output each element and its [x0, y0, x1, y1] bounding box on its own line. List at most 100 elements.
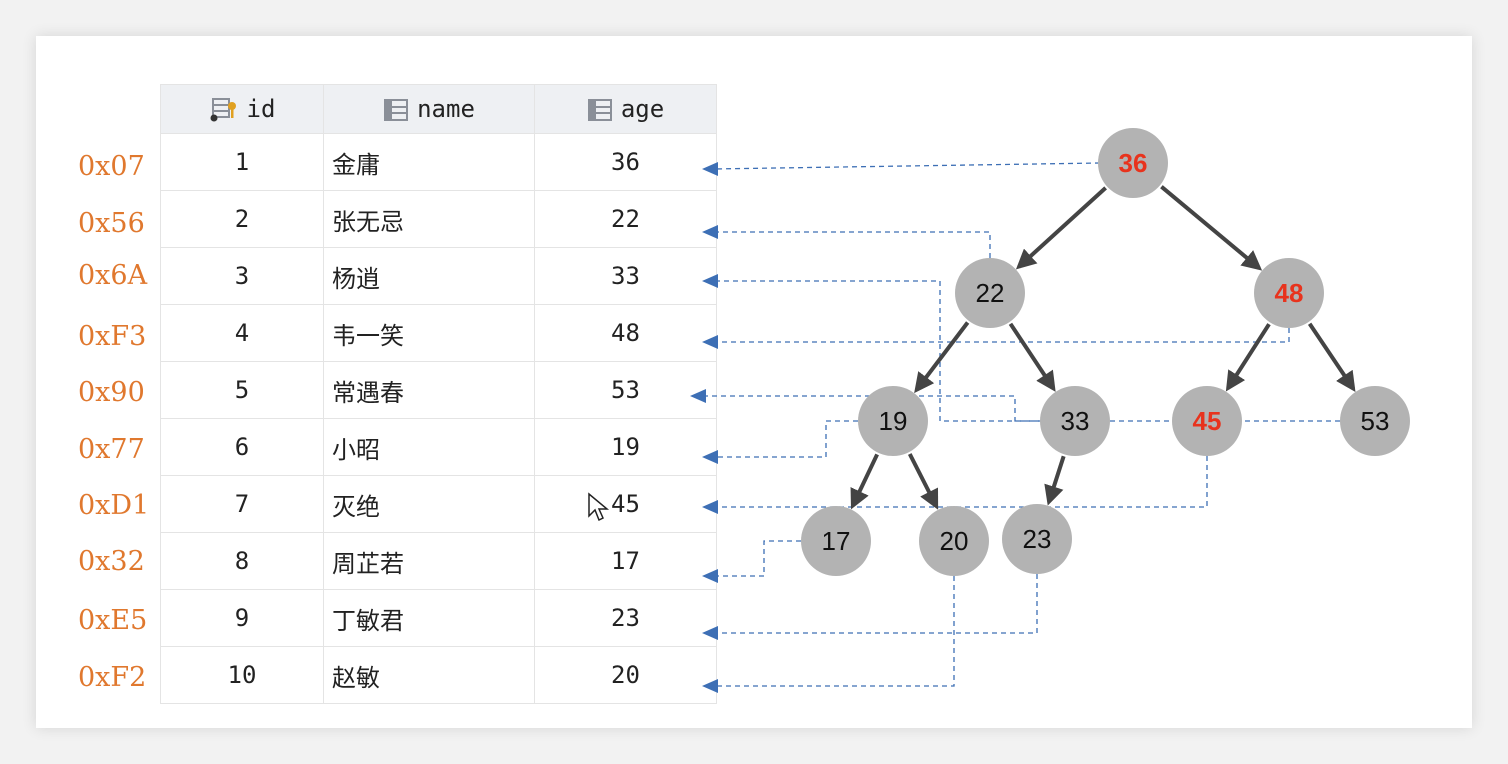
column-header-id[interactable]: id	[160, 84, 324, 134]
tree-node: 23	[1002, 504, 1072, 574]
pointer-line-36	[711, 162, 1101, 170]
cell-id[interactable]: 2	[160, 190, 324, 248]
tree-node: 36	[1098, 128, 1168, 198]
cell-id[interactable]: 8	[160, 532, 324, 590]
tree-node-circle	[1172, 386, 1242, 456]
column-header-name[interactable]: name	[323, 84, 535, 134]
cell-age[interactable]: 20	[534, 646, 717, 704]
pointer-arrowhead	[702, 679, 718, 693]
tree-node: 48	[1254, 258, 1324, 328]
pointer-arrowhead	[702, 450, 718, 464]
cell-id[interactable]: 9	[160, 589, 324, 647]
tree-nodes: 36 22 48 19 33 45 53 17 20 23	[801, 128, 1410, 576]
pointer-arrowhead	[702, 569, 718, 583]
pointer-line-20	[712, 576, 955, 687]
cell-name[interactable]: 丁敏君	[323, 589, 535, 647]
pointer-line-53	[700, 395, 1340, 422]
table-column-icon	[587, 99, 612, 121]
cell-name[interactable]: 金庸	[323, 133, 535, 191]
address-label: 0xE5	[78, 605, 148, 636]
cell-name[interactable]: 赵敏	[323, 646, 535, 704]
tree-node: 22	[955, 258, 1025, 328]
cell-id[interactable]: 7	[160, 475, 324, 533]
tree-node-key: 45	[1193, 406, 1222, 436]
tree-edge-48-53	[1307, 322, 1356, 392]
cell-age[interactable]: 22	[534, 190, 717, 248]
tree-edge-48-45	[1225, 323, 1271, 392]
pointer-arrowhead	[702, 500, 718, 514]
tree-node: 17	[801, 506, 871, 576]
pointer-arrowhead	[702, 225, 718, 239]
cell-name[interactable]: 杨逍	[323, 247, 535, 305]
address-label: 0x6A	[78, 260, 148, 291]
pointer-arrowhead	[702, 335, 718, 349]
address-label: 0x90	[78, 377, 145, 408]
tree-node-circle	[1040, 386, 1110, 456]
address-label: 0x56	[78, 208, 145, 239]
tree-edge-36-48	[1160, 185, 1263, 271]
pointer-arrowhead	[702, 162, 718, 176]
cell-id[interactable]: 1	[160, 133, 324, 191]
cell-id[interactable]: 6	[160, 418, 324, 476]
tree-node-key: 36	[1119, 148, 1148, 178]
cell-name[interactable]: 常遇春	[323, 361, 535, 419]
column-header-label: age	[620, 95, 665, 123]
pointer-line-22	[712, 231, 991, 258]
cell-name[interactable]: 灭绝	[323, 475, 535, 533]
tree-node: 33	[1040, 386, 1110, 456]
cell-name[interactable]: 小昭	[323, 418, 535, 476]
tree-node-key: 19	[879, 406, 908, 436]
cell-id[interactable]: 10	[160, 646, 324, 704]
address-label: 0x32	[78, 546, 145, 577]
cell-name[interactable]: 周芷若	[323, 532, 535, 590]
tree-node: 45	[1172, 386, 1242, 456]
tree-node-key: 53	[1361, 406, 1390, 436]
cell-age[interactable]: 17	[534, 532, 717, 590]
tree-node-circle	[801, 506, 871, 576]
cell-name[interactable]: 张无忌	[323, 190, 535, 248]
primary-key-column-icon	[210, 98, 236, 122]
tree-node: 19	[858, 386, 928, 456]
tree-node-circle	[1002, 504, 1072, 574]
tree-edge-22-33	[1008, 322, 1056, 392]
row-pointer-lines	[690, 162, 1340, 693]
tree-node-key: 23	[1023, 524, 1052, 554]
table-header-row: id name age	[160, 84, 717, 134]
table-column-icon	[384, 99, 409, 121]
pointer-line-48	[712, 328, 1290, 343]
cell-age[interactable]: 45	[534, 475, 717, 533]
mouse-cursor-icon	[588, 492, 610, 522]
pointer-line-19	[712, 420, 858, 458]
cell-age[interactable]: 36	[534, 133, 717, 191]
tree-node: 20	[919, 506, 989, 576]
address-label: 0xD1	[78, 490, 150, 521]
tree-node-key: 22	[976, 278, 1005, 308]
tree-node-circle	[1340, 386, 1410, 456]
tree-node-circle	[955, 258, 1025, 328]
tree-node-circle	[858, 386, 928, 456]
tree-edge-22-19	[914, 321, 970, 394]
pointer-line-17	[712, 540, 801, 577]
pointer-line-23	[712, 574, 1038, 634]
tree-node-key: 33	[1061, 406, 1090, 436]
pointer-line-45	[712, 456, 1208, 508]
cell-id[interactable]: 3	[160, 247, 324, 305]
address-label: 0xF3	[78, 321, 147, 352]
tree-node-key: 48	[1275, 278, 1304, 308]
tree-edges	[850, 185, 1356, 510]
column-header-label: id	[246, 95, 276, 123]
pointer-line-33	[712, 280, 1075, 422]
tree-edge-33-23	[1044, 455, 1066, 506]
cell-age[interactable]: 23	[534, 589, 717, 647]
